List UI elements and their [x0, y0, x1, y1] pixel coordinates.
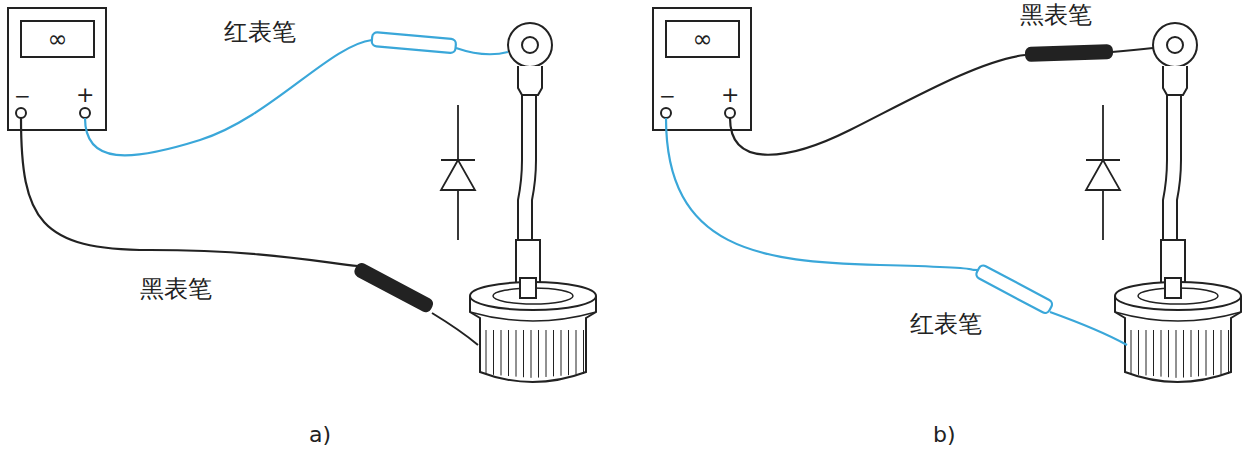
black-probe	[352, 261, 435, 315]
red-lead	[85, 40, 372, 155]
black-lead	[21, 118, 358, 266]
probe-label: 黑表笔	[140, 277, 212, 301]
probe-label: 红表笔	[910, 312, 982, 336]
red-lead	[666, 118, 978, 270]
panel-label: a)	[309, 424, 331, 446]
terminal-sign: −	[659, 86, 676, 106]
panel-label: b)	[933, 424, 956, 446]
meter-display: ∞	[665, 20, 740, 58]
display-reading: ∞	[693, 27, 713, 51]
probe-label: 黑表笔	[1020, 3, 1092, 27]
red-probe	[975, 264, 1054, 315]
red-probe	[371, 32, 456, 53]
display-reading: ∞	[48, 27, 68, 51]
terminal-sign: +	[721, 84, 739, 106]
terminal-sign: −	[14, 86, 31, 106]
probe-label: 红表笔	[224, 20, 296, 44]
terminal-sign: +	[76, 84, 94, 106]
meter-display: ∞	[20, 20, 95, 58]
black-lead	[730, 55, 1025, 155]
black-probe	[1025, 44, 1113, 62]
